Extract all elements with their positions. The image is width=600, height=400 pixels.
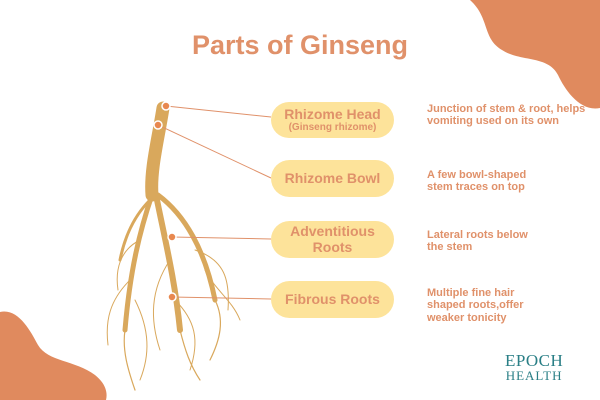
label-adventitious-roots: Adventitious Roots	[271, 221, 394, 258]
label-rhizome-head: Rhizome Head (Ginseng rhizome)	[271, 102, 394, 138]
label-subtext: (Ginseng rhizome)	[288, 122, 377, 134]
logo-line2: HEALTH	[505, 368, 563, 383]
description-rhizome-bowl: A few bowl-shaped stem traces on top	[427, 169, 527, 194]
decorative-blob-top-right	[470, 0, 600, 109]
description-rhizome-head: Junction of stem & root, helps vomiting …	[427, 103, 586, 128]
description-adventitious-roots: Lateral roots below the stem	[427, 229, 528, 254]
label-rhizome-bowl: Rhizome Bowl	[271, 160, 394, 197]
marker-adventitious-roots	[167, 232, 177, 242]
description-fibrous-roots: Multiple fine hair shaped roots,offer we…	[427, 287, 524, 324]
epoch-health-logo: EPOCH HEALTH	[505, 352, 563, 382]
label-text: Rhizome Bowl	[284, 169, 381, 186]
marker-fibrous-roots	[167, 292, 177, 302]
page-title: Parts of Ginseng	[191, 30, 409, 60]
label-text: Adventitious Roots	[290, 223, 375, 255]
label-text: Rhizome Head	[284, 105, 381, 122]
decorative-blob-bottom-left	[0, 311, 107, 400]
logo-line1: EPOCH	[505, 351, 564, 370]
label-fibrous-roots: Fibrous Roots	[271, 281, 394, 318]
marker-rhizome-head	[161, 101, 171, 111]
label-text: Fibrous Roots	[285, 290, 380, 307]
marker-rhizome-bowl	[153, 120, 163, 130]
